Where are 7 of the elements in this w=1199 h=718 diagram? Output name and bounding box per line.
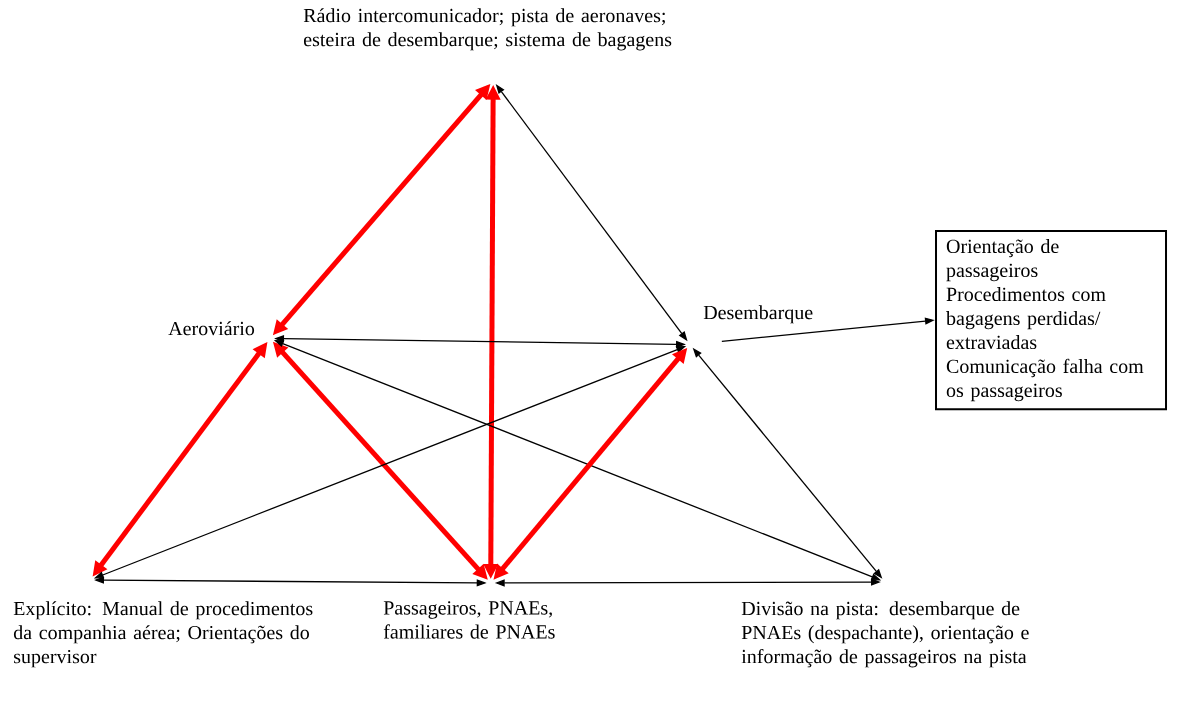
node-label: Aeroviário <box>168 321 255 336</box>
node-label: Desembarque <box>703 305 813 324</box>
node-label: Rádio intercomunicador; pista de aeronaves; esteira de desembarque; sistema de bagagens <box>303 8 672 51</box>
node-label: Divisão na pista: desembarque de PNAEs (despachante), orientação e informação de passageiros na pista <box>741 601 1029 668</box>
text-box: Orientação de passageiros Procedimentos com bagagens perdidas/ extraviadas Comunicação falha com os passageiros <box>935 230 1167 411</box>
node-label: Passageiros, PNAEs, familiares de PNAEs <box>383 601 555 639</box>
node-label: Explícito: Manual de procedimentos da companhia aérea; Orientações do supervisor <box>13 601 313 668</box>
